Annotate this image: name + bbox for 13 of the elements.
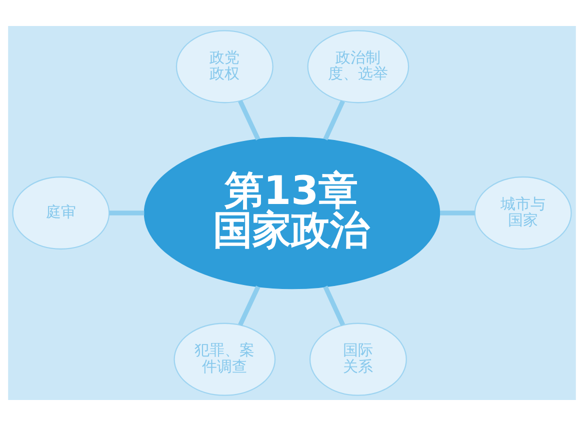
node-ellipse: 国际关系 [309,322,407,396]
connector [109,210,144,216]
node-ellipse: 政治制度、选举 [307,30,410,104]
node-ellipse: 庭审 [12,176,110,250]
connector [440,210,475,216]
connector [238,286,260,326]
node-ellipse: 政党政权 [176,30,274,104]
connector [323,100,345,140]
connector [323,286,346,326]
node-ellipse: 城市与国家 [474,176,572,250]
connector [238,100,260,140]
node-ellipse: 犯罪、案件调查 [174,322,276,396]
node-ellipse: 第13章 国家政治 [144,136,440,290]
